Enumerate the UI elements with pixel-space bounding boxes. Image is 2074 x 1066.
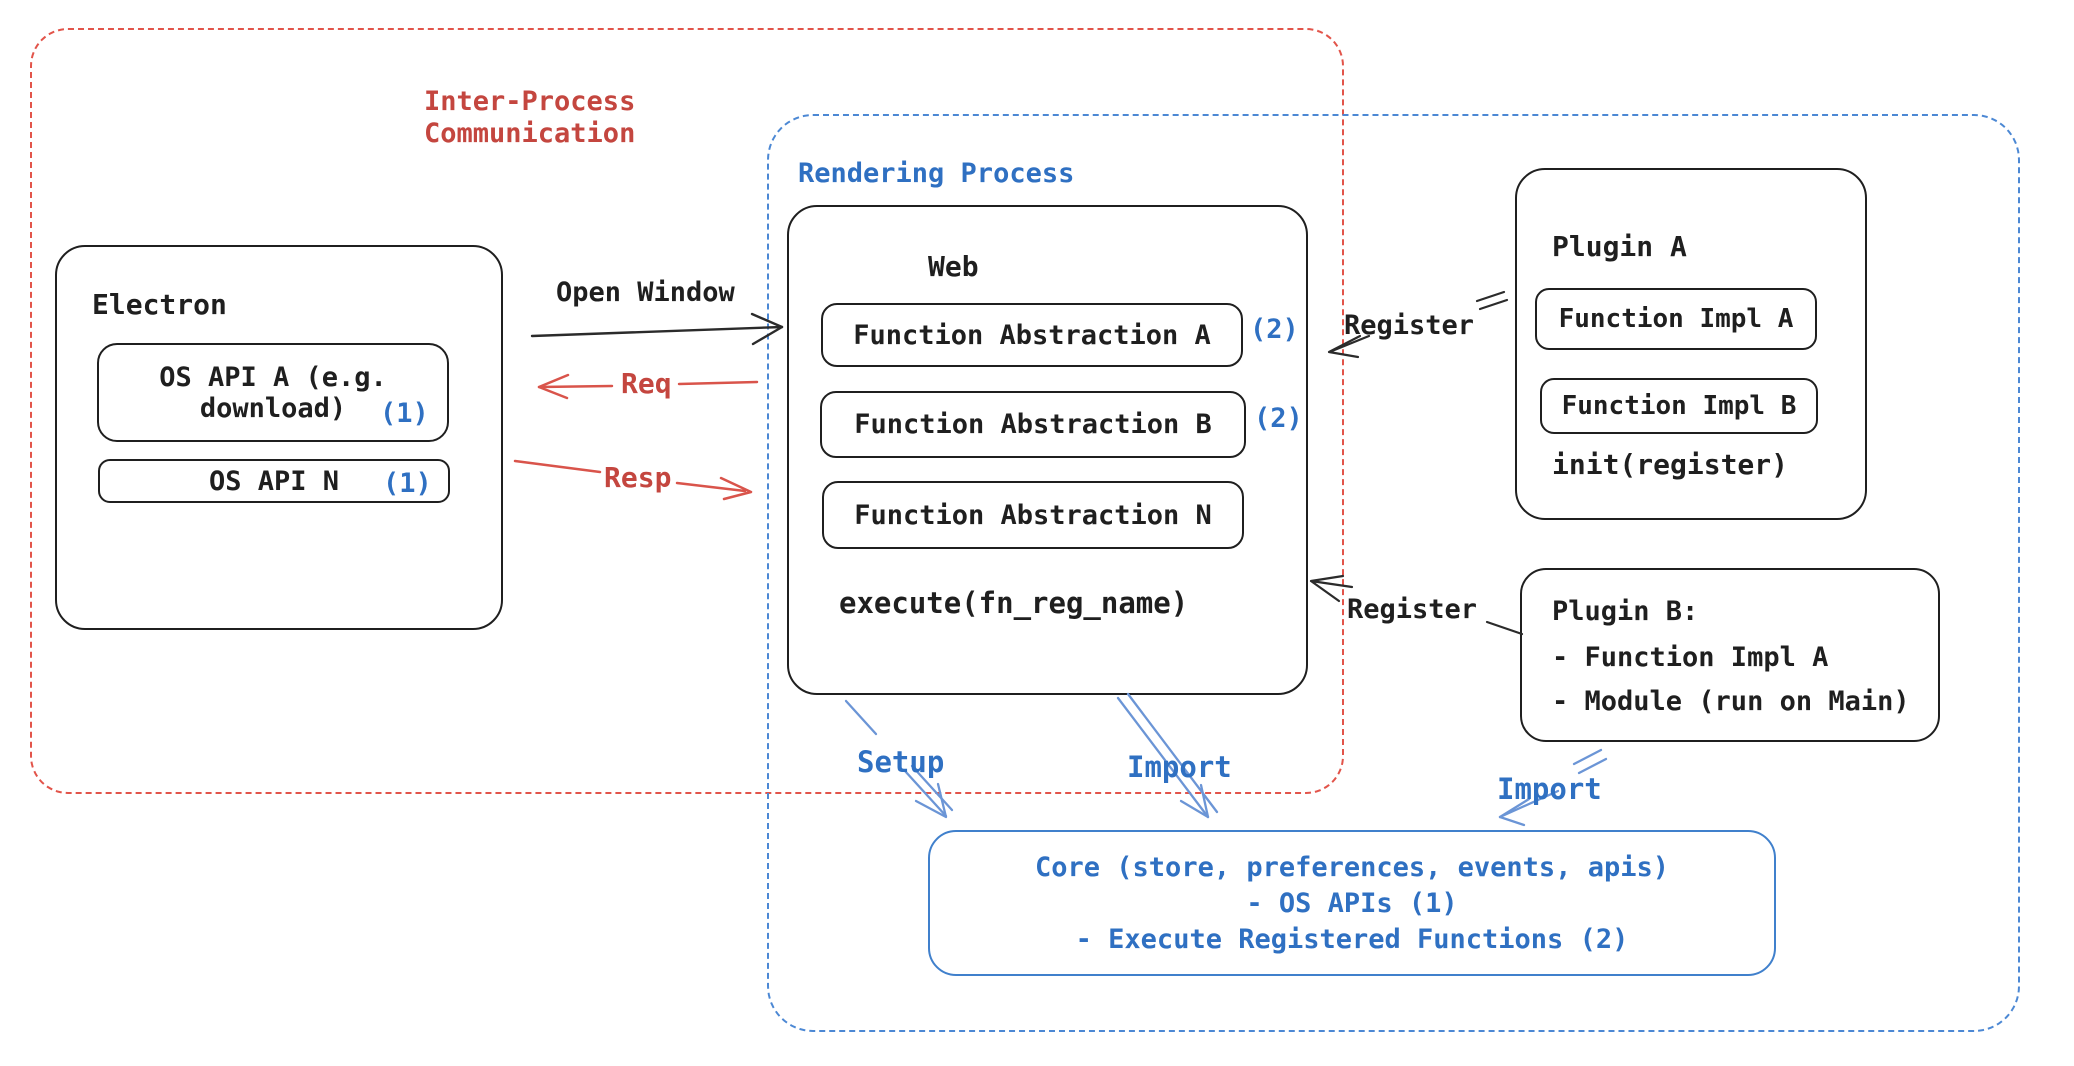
function-abstraction-b-box: Function Abstraction B: [820, 391, 1246, 458]
function-abstraction-n-box: Function Abstraction N: [822, 481, 1244, 549]
ipc-frame: [30, 28, 1344, 794]
setup-arrow: [844, 699, 954, 819]
resp-label: Resp: [604, 461, 672, 494]
os-api-a-line1: OS API A (e.g.: [159, 361, 387, 393]
os-api-a-box: OS API A (e.g. download): [97, 343, 449, 442]
execute-call-label: execute(fn_reg_name): [839, 586, 1189, 620]
plugin-b-node: [1520, 568, 1940, 742]
import-web-arrow: [1116, 692, 1219, 819]
plugin-a-title: Plugin A: [1552, 230, 1687, 263]
rendering-process-frame: [767, 114, 2020, 1032]
core-line2: - OS APIs (1): [1246, 887, 1458, 919]
function-abstraction-n-label: Function Abstraction N: [854, 499, 1212, 531]
open-window-label: Open Window: [556, 277, 735, 308]
register-b-arrow: [1309, 574, 1524, 636]
function-abstraction-b-ref: (2): [1254, 403, 1303, 434]
os-api-n-ref: (1): [383, 468, 432, 499]
init-register-label: init(register): [1552, 448, 1789, 481]
import-web-label: Import: [1127, 750, 1232, 784]
function-abstraction-b-label: Function Abstraction B: [854, 409, 1212, 440]
req-label: Req: [621, 367, 672, 400]
import-plugin-arrow: [1498, 748, 1608, 827]
function-impl-a-label: Function Impl A: [1558, 304, 1794, 334]
register-b-label: Register: [1347, 594, 1478, 625]
import-plugin-label: Import: [1497, 772, 1602, 806]
electron-title: Electron: [92, 288, 227, 321]
plugin-b-item1: - Function Impl A: [1552, 642, 1829, 673]
resp-arrow: [513, 459, 753, 501]
os-api-n-label: OS API N: [208, 465, 340, 497]
ipc-frame-label-line1: Inter-Process: [424, 86, 636, 117]
core-line1: Core (store, preferences, events, apis): [1035, 851, 1669, 883]
web-title: Web: [928, 250, 979, 283]
function-impl-b-box: Function Impl B: [1540, 378, 1818, 434]
os-api-a-ref: (1): [380, 398, 429, 429]
setup-label: Setup: [857, 745, 945, 779]
open-window-arrow: [530, 312, 784, 346]
req-arrow: [537, 373, 759, 400]
os-api-n-box: OS API N: [98, 459, 450, 503]
register-a-label: Register: [1344, 310, 1475, 341]
os-api-a-line2: download): [199, 392, 347, 424]
function-impl-b-label: Function Impl B: [1561, 391, 1797, 421]
function-abstraction-a-box: Function Abstraction A: [821, 303, 1243, 367]
plugin-b-title: Plugin B:: [1552, 596, 1699, 627]
core-node: Core (store, preferences, events, apis) …: [928, 830, 1776, 976]
function-abstraction-a-label: Function Abstraction A: [853, 319, 1211, 351]
core-line3: - Execute Registered Functions (2): [1075, 923, 1629, 955]
function-abstraction-a-ref: (2): [1250, 314, 1299, 345]
register-a-arrow: [1327, 290, 1509, 359]
function-impl-a-box: Function Impl A: [1535, 288, 1817, 350]
rendering-process-label: Rendering Process: [798, 158, 1075, 189]
ipc-frame-label-line2: Communication: [424, 117, 636, 149]
plugin-b-item2: - Module (run on Main): [1552, 686, 1910, 717]
ipc-frame-label: Inter-Process Communication: [424, 86, 635, 150]
